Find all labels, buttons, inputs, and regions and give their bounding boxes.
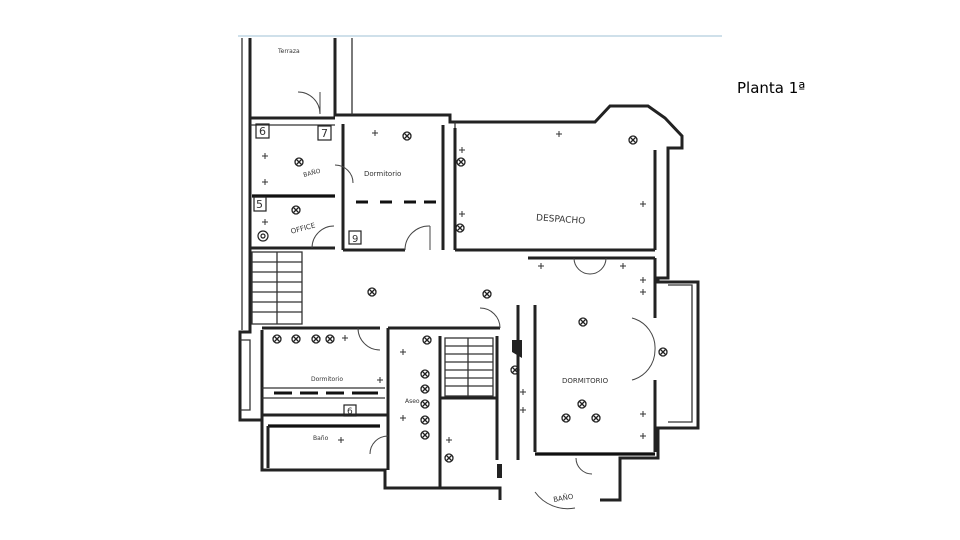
fixture: [420, 399, 430, 409]
fixture: [510, 365, 520, 375]
doors: [297, 91, 656, 510]
room-label-office: OFFICE: [290, 221, 316, 235]
room-label-dormitorio-bottom: Dormitorio: [311, 376, 343, 383]
room-number: 6: [347, 407, 353, 417]
room-label-bano-small: Baño: [313, 435, 329, 442]
room-label-bano-top: BAÑO: [303, 168, 322, 179]
fixture: [272, 334, 282, 344]
room-number: 5: [256, 198, 263, 211]
fixture: [658, 347, 668, 357]
page-title: Planta 1ª: [737, 79, 806, 97]
stairs-left: [251, 251, 303, 325]
room-label-terraza: Terraza: [277, 48, 300, 55]
wall-sockets: [262, 130, 646, 443]
shaft-fill: [512, 340, 522, 358]
wardrobe-lines: [274, 200, 436, 395]
fixture: [482, 289, 492, 299]
fixture: [420, 430, 430, 440]
fixture: [578, 317, 588, 327]
fixture: [444, 453, 454, 463]
fixture: [420, 369, 430, 379]
fixture: [420, 384, 430, 394]
fixture: [422, 335, 432, 345]
fixture: [591, 413, 601, 423]
room-number: 9: [352, 234, 358, 245]
fixture: [367, 287, 377, 297]
room-label-dormitorio-top: Dormitorio: [364, 170, 401, 178]
fixture: [420, 415, 430, 425]
room-number: 6: [259, 125, 266, 138]
fixture: [311, 334, 321, 344]
interior-walls: [240, 116, 693, 488]
light-fixtures: [272, 131, 668, 463]
fixture: [577, 399, 587, 409]
pillar: [497, 464, 502, 478]
room-label-dormitorio-right: DORMITORIO: [562, 377, 609, 385]
outer-walls: [238, 38, 700, 502]
room-label-despacho: DESPACHO: [536, 213, 586, 226]
fixture: [294, 157, 304, 167]
fixture: [291, 205, 301, 215]
fixture: [456, 157, 466, 167]
room-label-bano-right: BAÑO: [552, 492, 574, 504]
sink-fixture: [257, 230, 269, 242]
room-label-aseo: Aseo: [405, 398, 420, 405]
fixture: [402, 131, 412, 141]
fixture: [325, 334, 335, 344]
fixture: [561, 413, 571, 423]
fixture: [291, 334, 301, 344]
room-number: 7: [321, 127, 328, 140]
fixture: [628, 135, 638, 145]
room-number-boxes: [253, 123, 362, 417]
fixture: [455, 223, 465, 233]
stairs-center: [444, 337, 494, 397]
